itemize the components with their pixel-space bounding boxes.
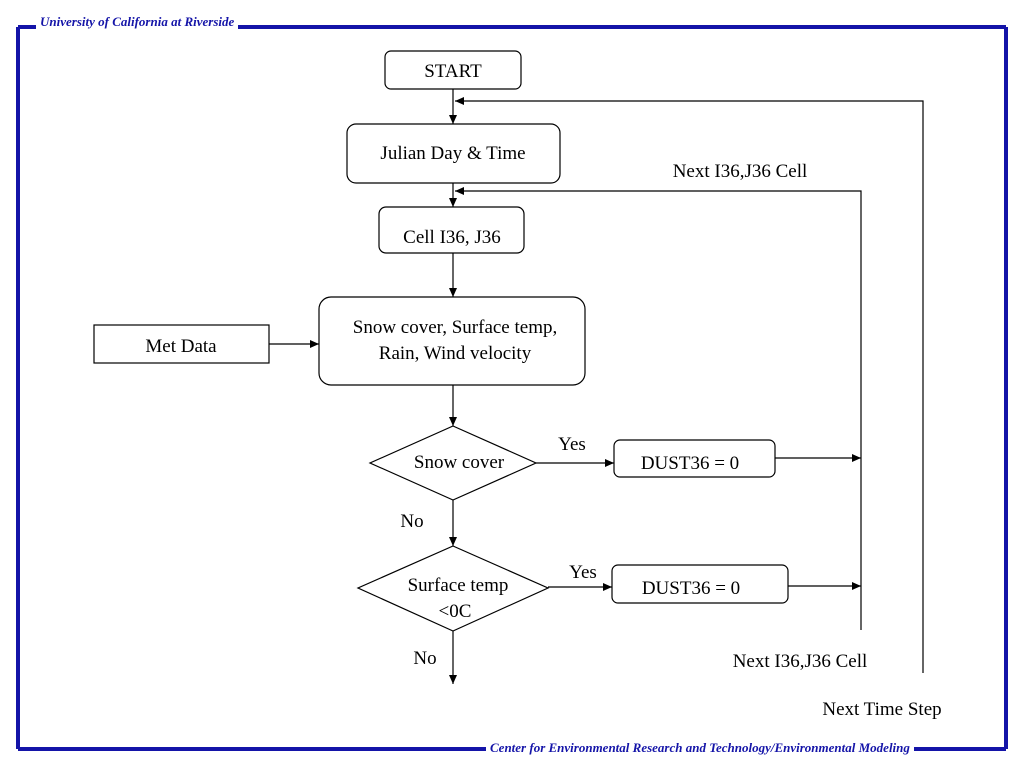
julian-day-label: Julian Day & Time [380, 143, 525, 164]
cell-label: Cell I36, J36 [403, 227, 501, 248]
decision-snow-cover-label: Snow cover [414, 452, 505, 473]
no-label-2: No [413, 648, 436, 669]
decision-snow-cover: Snow cover [368, 425, 538, 501]
loop-next-time-step [455, 97, 924, 673]
center-footer: Center for Environmental Research and Te… [486, 740, 914, 756]
julian-day-node: Julian Day & Time [346, 123, 561, 184]
next-cell-label-bottom: Next I36,J36 Cell [733, 651, 868, 672]
process-label-line1: Snow cover, Surface temp, [353, 317, 557, 338]
process-label-line2: Rain, Wind velocity [379, 343, 532, 364]
met-data-node: Met Data [93, 324, 270, 364]
start-label: START [424, 61, 482, 82]
start-node: START [384, 50, 522, 90]
yes-label-2: Yes [569, 562, 597, 583]
decision-surface-temp-line1: Surface temp [408, 575, 509, 596]
next-cell-label-top: Next I36,J36 Cell [673, 161, 808, 182]
next-time-step-label: Next Time Step [822, 699, 941, 720]
loop-next-cell [455, 187, 862, 630]
dust-label-1: DUST36 = 0 [641, 453, 739, 474]
yes-label-1: Yes [558, 434, 586, 455]
decision-surface-temp-line2: <0C [439, 601, 472, 622]
met-data-label: Met Data [145, 336, 217, 357]
dust-node-2: DUST36 = 0 [611, 564, 789, 604]
no-label-1: No [400, 511, 423, 532]
dust-label-2: DUST36 = 0 [642, 578, 740, 599]
institution-header: University of California at Riverside [36, 14, 239, 30]
decision-surface-temp: Surface temp <0C [356, 545, 550, 632]
dust-node-1: DUST36 = 0 [613, 439, 776, 478]
process-node: Snow cover, Surface temp, Rain, Wind vel… [318, 296, 586, 386]
cell-node: Cell I36, J36 [378, 206, 525, 254]
